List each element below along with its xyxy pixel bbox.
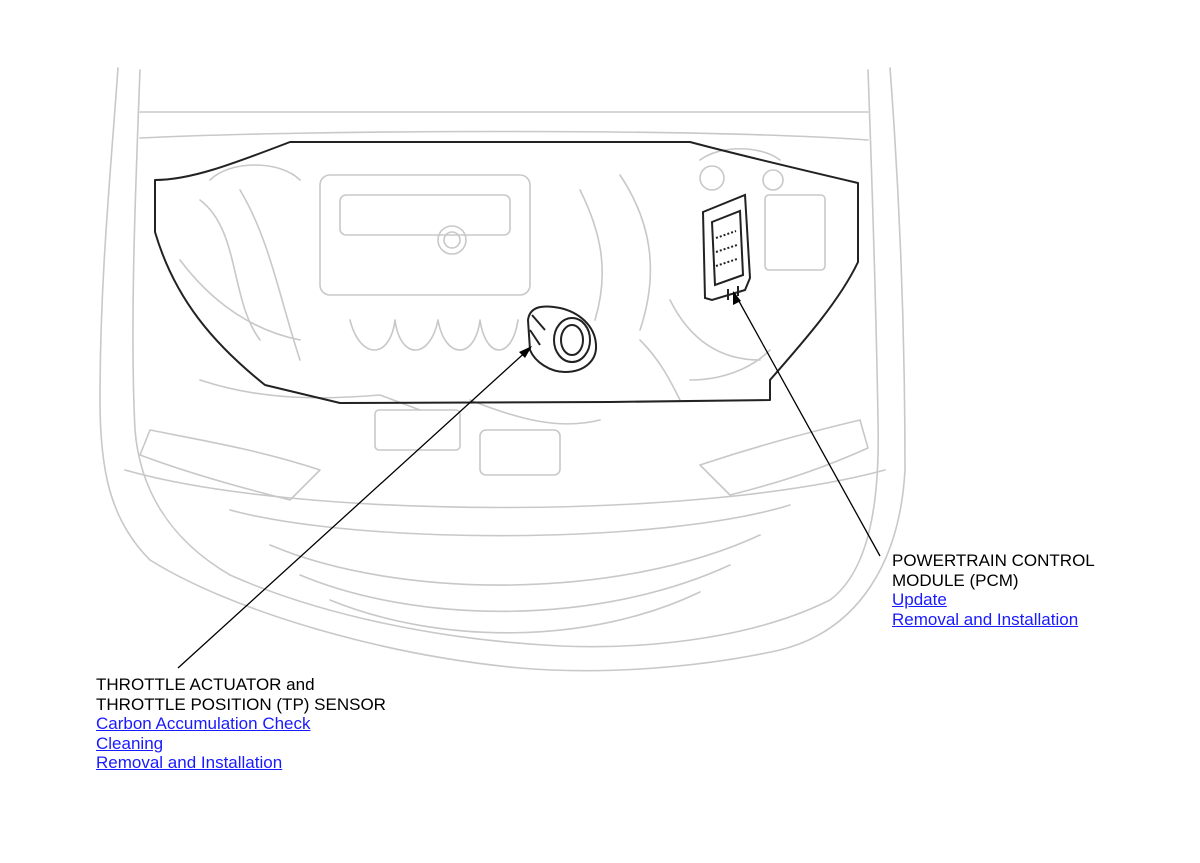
intake-duct: [579, 174, 652, 331]
pcm-update-link[interactable]: Update: [892, 590, 947, 610]
reservoir-cap-2: [762, 169, 784, 191]
throttle-body-icon: [526, 305, 598, 374]
left-hoses: [179, 189, 301, 361]
pcm-removal-installation-link[interactable]: Removal and Installation: [892, 609, 1079, 629]
vehicle-body-outline: [99, 67, 906, 672]
throttle-actuator-callout: THROTTLE ACTUATOR and THROTTLE POSITION …: [96, 675, 386, 773]
reservoir-cap: [699, 165, 725, 191]
pcm-module-icon: [701, 193, 752, 302]
grille-curve-3: [329, 591, 701, 634]
headlight-left: [139, 429, 321, 501]
oil-cap: [437, 225, 467, 255]
cowl-line: [139, 111, 869, 141]
grille-curve-1: [269, 534, 761, 586]
grille-curve-2: [299, 564, 731, 613]
intake-runners: [349, 319, 519, 351]
throttle-leader-arrowhead: [519, 346, 532, 358]
headlight-right: [699, 419, 869, 496]
strut-tower-left: [209, 164, 301, 181]
pcm-title-line-2: MODULE (PCM): [892, 570, 1019, 590]
engine-cover-inner: [339, 194, 511, 236]
cleaning-link[interactable]: Cleaning: [96, 733, 164, 753]
grille-upper: [229, 504, 791, 537]
throttle-leader-line: [177, 347, 531, 669]
bumper-line: [124, 469, 886, 509]
front-bracket: [374, 409, 461, 451]
radiator-support-center: [479, 429, 561, 476]
battery: [764, 194, 826, 271]
pcm-title-line-1: POWERTRAIN CONTROL: [892, 551, 1095, 570]
throttle-removal-installation-link[interactable]: Removal and Installation: [96, 753, 283, 773]
engine-cover: [319, 174, 531, 296]
right-hoses: [639, 299, 771, 401]
pcm-leader-line: [734, 293, 881, 557]
pcm-callout: POWERTRAIN CONTROL MODULE (PCM) Update R…: [892, 551, 1095, 629]
throttle-title-line-2: THROTTLE POSITION (TP) SENSOR: [96, 694, 386, 714]
pcm-leader-arrowhead: [733, 291, 741, 305]
hood-inner-line: [132, 69, 880, 648]
throttle-title-line-1: THROTTLE ACTUATOR and: [96, 675, 315, 694]
strut-tower-right: [699, 147, 781, 161]
engine-bay-outline: [154, 141, 859, 404]
carbon-accumulation-check-link[interactable]: Carbon Accumulation Check: [96, 714, 311, 734]
oil-cap-inner: [443, 231, 461, 249]
